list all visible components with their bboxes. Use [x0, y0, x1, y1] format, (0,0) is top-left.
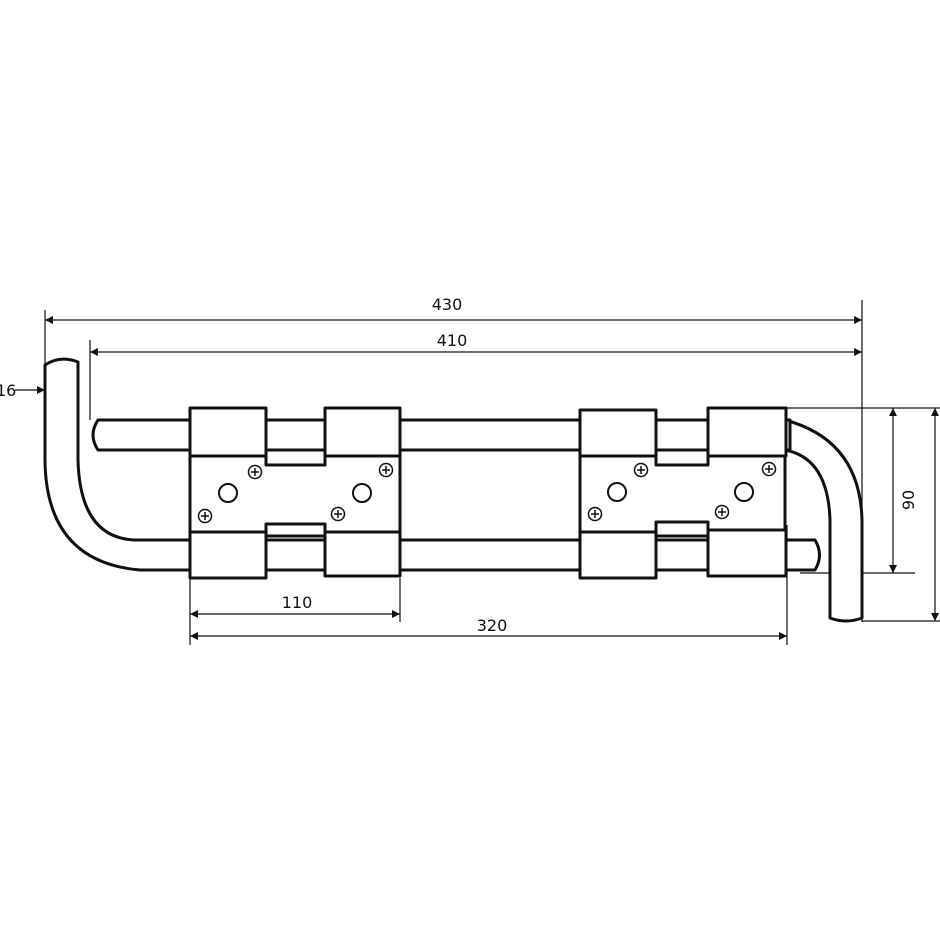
dim-320-label: 320 [477, 616, 508, 635]
screw-icon [197, 508, 213, 524]
right-bracket [578, 406, 788, 580]
dimension-lines [15, 316, 939, 640]
left-bracket [188, 406, 402, 580]
screw-icon [587, 506, 603, 522]
dim-16-label: 16 [0, 381, 16, 400]
dim-430-label: 430 [432, 295, 463, 314]
dim-410-label: 410 [437, 331, 468, 350]
dim-110-label: 110 [282, 593, 313, 612]
screw-icons [197, 461, 777, 524]
screw-icon [247, 464, 263, 480]
screw-icon [633, 462, 649, 478]
right-handle [783, 418, 864, 623]
screw-icon [378, 462, 394, 478]
screw-icon [714, 504, 730, 520]
dim-90-label: 90 [899, 490, 918, 510]
screw-icon [330, 506, 346, 522]
left-handle [43, 357, 192, 572]
screw-icon [761, 461, 777, 477]
